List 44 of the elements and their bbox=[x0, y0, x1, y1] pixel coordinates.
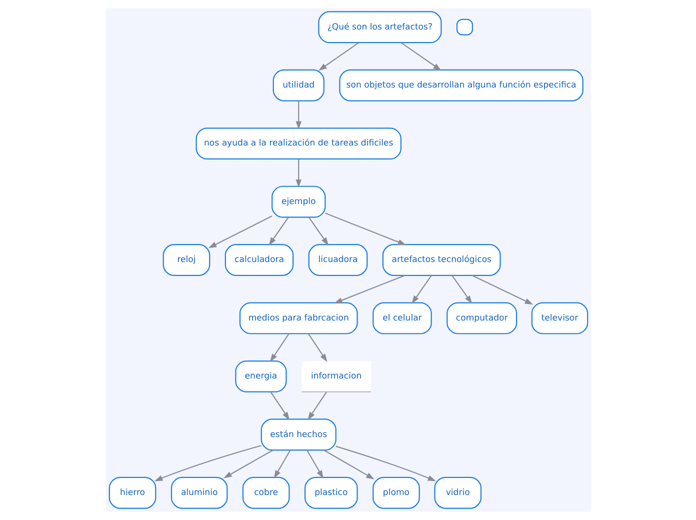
arrow bbox=[472, 275, 533, 305]
node-box: reloj bbox=[162, 244, 210, 276]
arrow bbox=[295, 159, 302, 188]
arrow bbox=[335, 446, 436, 482]
node-box: vidrio bbox=[434, 476, 482, 509]
arrow bbox=[268, 217, 288, 246]
node-box: están hechos bbox=[260, 418, 336, 451]
node-box: plastico bbox=[304, 476, 358, 509]
arrow bbox=[223, 450, 273, 478]
node-box: aluminio bbox=[170, 476, 228, 509]
arrow bbox=[154, 445, 261, 482]
arrow bbox=[208, 216, 272, 248]
arrow bbox=[306, 450, 323, 479]
node-box: televisor bbox=[530, 302, 588, 334]
arrow bbox=[307, 392, 326, 420]
node-box bbox=[456, 18, 472, 36]
node-box: ejemplo bbox=[271, 186, 326, 218]
arrow bbox=[451, 275, 472, 304]
node-box: nos ayuda a la realización de tareas dificiles bbox=[195, 128, 401, 160]
arrow bbox=[318, 42, 358, 71]
node-box: cobre bbox=[242, 476, 290, 509]
node-box: son objetos que desarrollan alguna función especifica bbox=[338, 69, 583, 102]
arrow bbox=[270, 392, 290, 420]
node-box: computador bbox=[446, 302, 517, 334]
node-box: plomo bbox=[372, 476, 420, 509]
arrow bbox=[273, 450, 290, 479]
node-box: medios para fabrcacion bbox=[238, 302, 358, 334]
node-box: ¿Qué son los artefactos? bbox=[318, 11, 442, 44]
node-box: utilidad bbox=[272, 69, 324, 102]
arrow bbox=[334, 275, 404, 304]
arrow bbox=[411, 275, 432, 304]
node-box: el celular bbox=[372, 302, 432, 334]
node-box: hierro bbox=[108, 476, 156, 509]
node-box: licuadora bbox=[308, 244, 368, 276]
arrow bbox=[295, 101, 302, 130]
arrow bbox=[323, 450, 374, 480]
arrow bbox=[270, 334, 289, 362]
arrow bbox=[324, 212, 406, 246]
arrow bbox=[400, 42, 441, 71]
node-box: calculadora bbox=[224, 244, 294, 276]
node-box: artefactos tecnológicos bbox=[382, 244, 500, 276]
arrow bbox=[308, 334, 327, 362]
node-box: energia bbox=[234, 360, 286, 392]
arrow bbox=[308, 217, 328, 246]
